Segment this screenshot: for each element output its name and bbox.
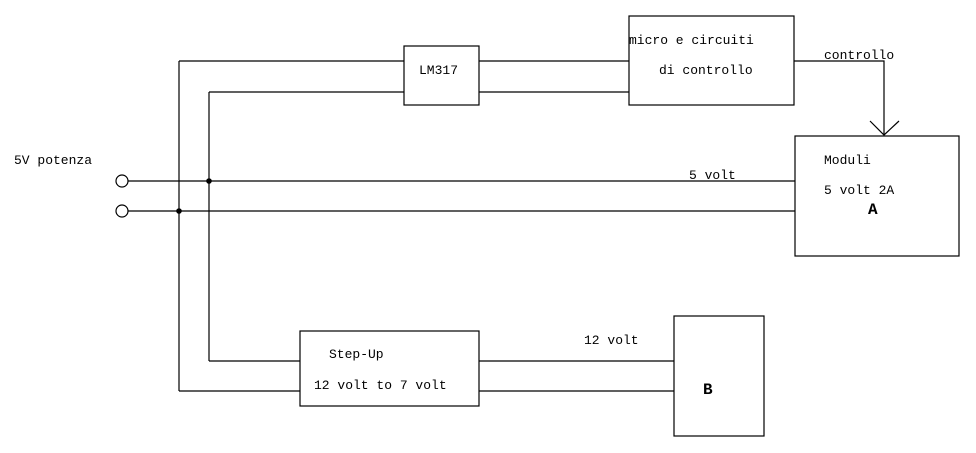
input-terminal-bottom [115, 204, 129, 218]
lm317-label: LM317 [419, 63, 458, 78]
stepup-label-line2: 12 volt to 7 volt [314, 378, 447, 393]
moduli-letter: A [868, 201, 878, 219]
stepup-label-line1: Step-Up [329, 347, 384, 362]
control-arrowhead [869, 120, 900, 136]
terminal-label: 5V potenza [14, 153, 92, 168]
stepup-box [299, 330, 480, 407]
control-wire [794, 60, 885, 134]
box-b-letter: B [703, 381, 713, 399]
moduli-label-line1: Moduli [824, 153, 871, 168]
junction-dot-top-rail [206, 178, 212, 184]
input-terminal-top [115, 174, 129, 188]
micro-box [628, 15, 795, 106]
control-label: controllo [824, 48, 894, 63]
wire-5v-label: 5 volt [689, 168, 736, 183]
wire-12v-label: 12 volt [584, 333, 639, 348]
micro-label-line2: di controllo [659, 63, 753, 78]
moduli-label-line2: 5 volt 2A [824, 183, 894, 198]
junction-dot-bottom-rail [176, 208, 182, 214]
lm317-box [403, 45, 480, 106]
micro-label-line1: micro e circuiti [629, 33, 754, 48]
moduli-box [794, 135, 960, 257]
box-b [673, 315, 765, 437]
